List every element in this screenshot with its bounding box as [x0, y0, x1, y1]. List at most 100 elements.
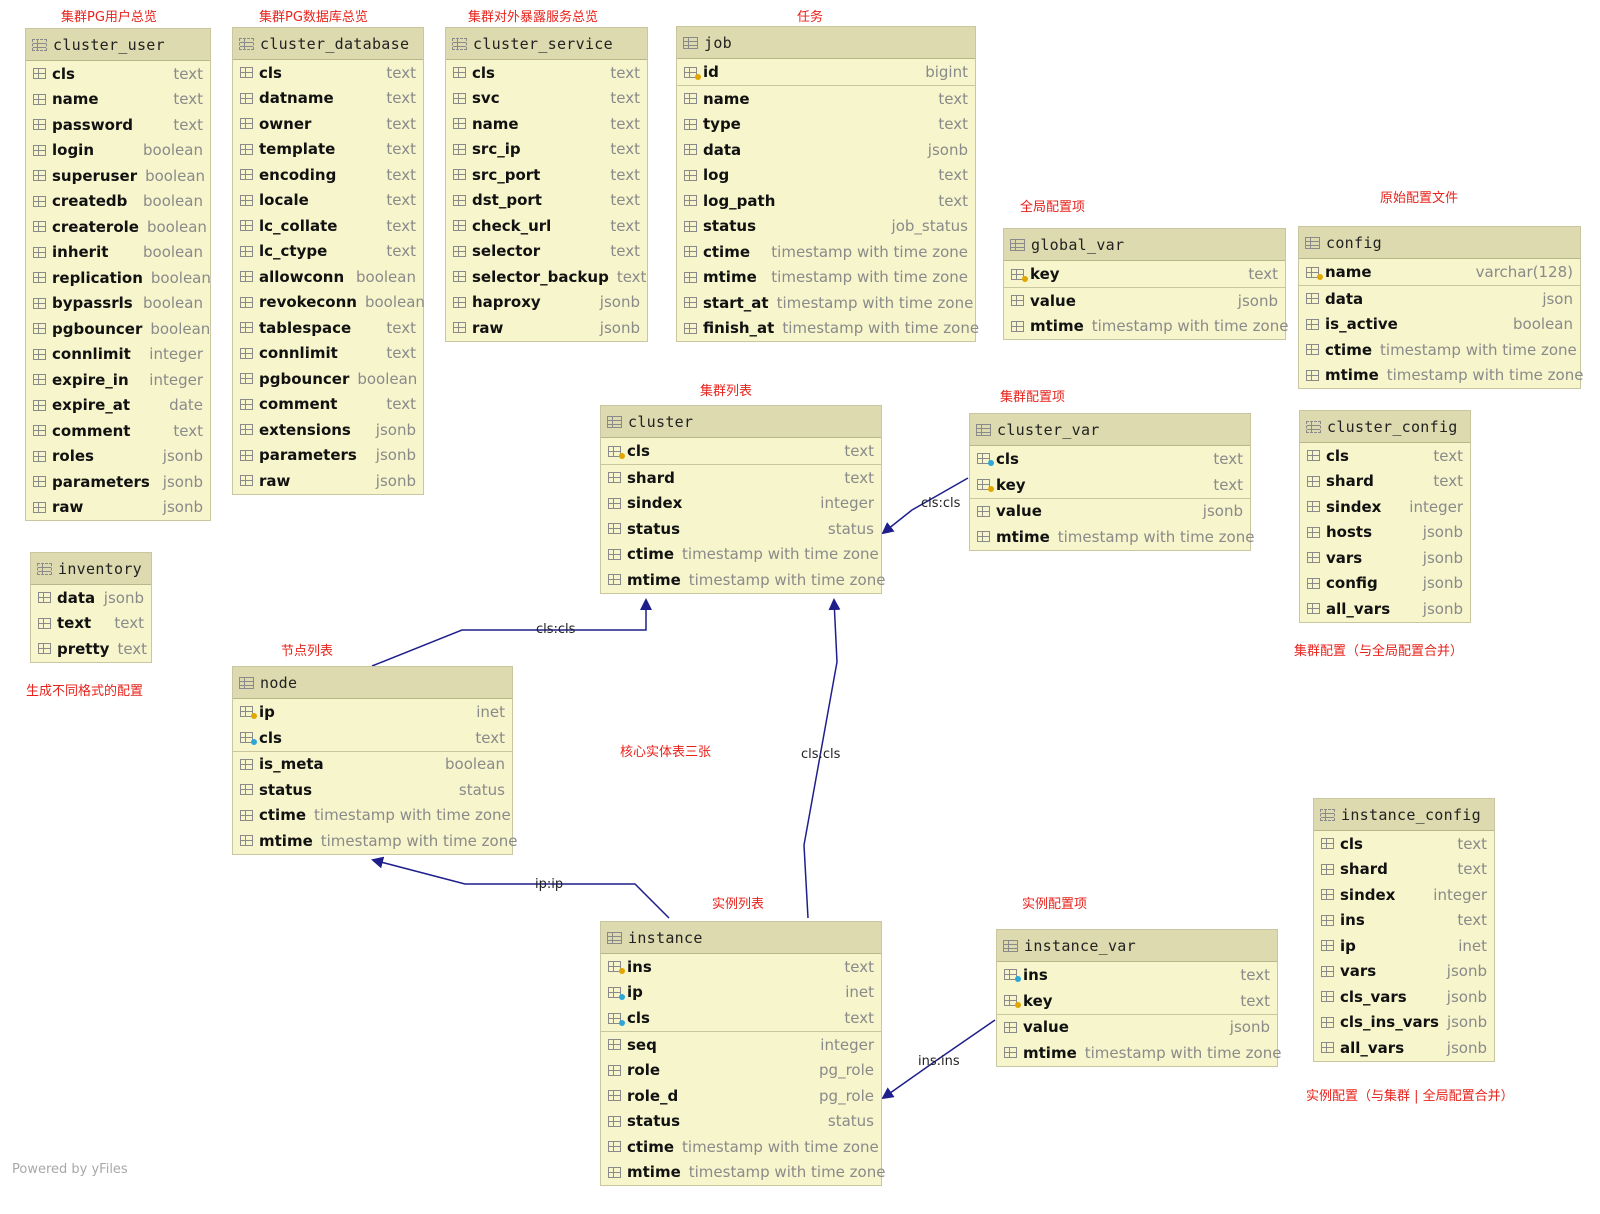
table-header[interactable]: cluster_database: [233, 28, 423, 60]
table-header[interactable]: cluster_var: [970, 414, 1250, 446]
table-header[interactable]: inventory: [31, 553, 151, 585]
table-header[interactable]: node: [233, 667, 512, 699]
table-header[interactable]: cluster_service: [446, 28, 647, 60]
table-header[interactable]: cluster_user: [26, 29, 210, 61]
table-header[interactable]: instance: [601, 922, 881, 954]
table-header[interactable]: instance_config: [1314, 799, 1494, 831]
table-header[interactable]: cluster: [601, 406, 881, 438]
table-header[interactable]: job: [677, 27, 975, 59]
table-header[interactable]: global_var: [1004, 229, 1285, 261]
